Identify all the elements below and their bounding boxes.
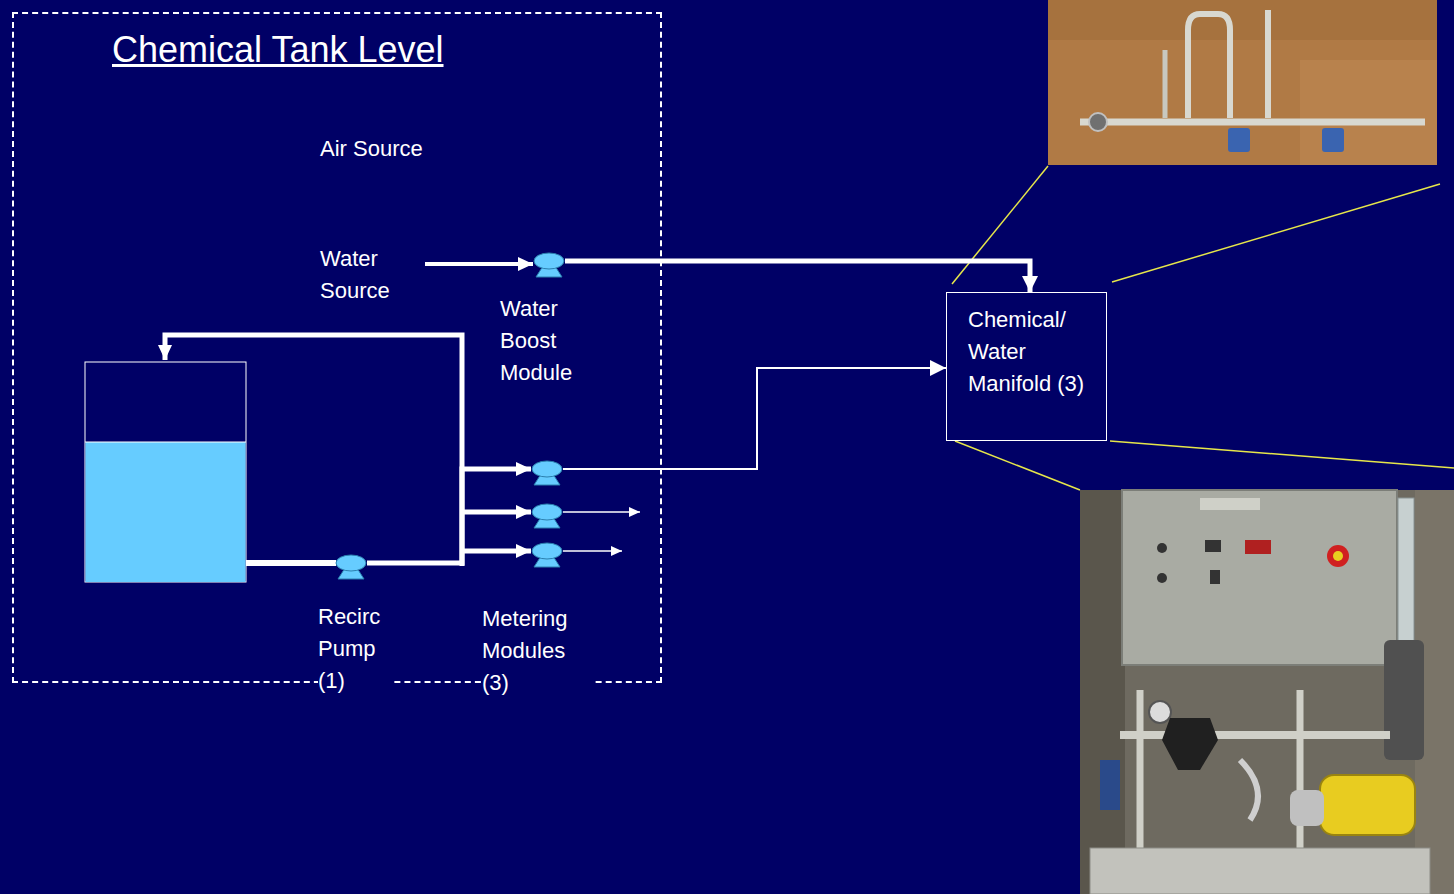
pump-icon bbox=[336, 555, 366, 579]
region-heading: Chemical Tank Level bbox=[112, 28, 582, 72]
source-label: Water Source bbox=[320, 243, 412, 307]
pump-icon bbox=[532, 504, 562, 528]
equipment-photo bbox=[1080, 490, 1454, 894]
pump-label: Metering Modules (3) bbox=[482, 603, 594, 699]
pipe-arrow bbox=[367, 469, 531, 563]
pump-label: Water Boost Module bbox=[500, 293, 592, 389]
dashed-region: Chemical Tank LevelWater Boost ModuleMet… bbox=[12, 12, 662, 683]
pump-drawing bbox=[335, 554, 367, 582]
pump-symbol: Water Boost Module bbox=[533, 252, 565, 280]
pump-icon bbox=[532, 543, 562, 567]
pump-symbol: Recirc Pump (1) bbox=[335, 554, 367, 582]
pump-icon bbox=[534, 253, 564, 277]
manifold-box: Chemical/ Water Manifold (3) bbox=[946, 292, 1107, 441]
manifold-photo bbox=[1048, 0, 1437, 165]
pipe bbox=[165, 264, 640, 566]
box-label: Chemical/ Water Manifold (3) bbox=[968, 304, 1090, 400]
leader-line bbox=[952, 166, 1454, 490]
pump-icon bbox=[532, 461, 562, 485]
pipe-arrow bbox=[565, 261, 1030, 292]
chemical-tank bbox=[85, 362, 246, 582]
source-label: Air Source bbox=[320, 133, 460, 165]
pump-label: Recirc Pump (1) bbox=[318, 601, 394, 697]
pump-drawing bbox=[531, 460, 563, 578]
pipe-arrow bbox=[563, 368, 946, 469]
pump-drawing bbox=[533, 252, 565, 280]
pump-group: Metering Modules (3) bbox=[531, 460, 563, 578]
